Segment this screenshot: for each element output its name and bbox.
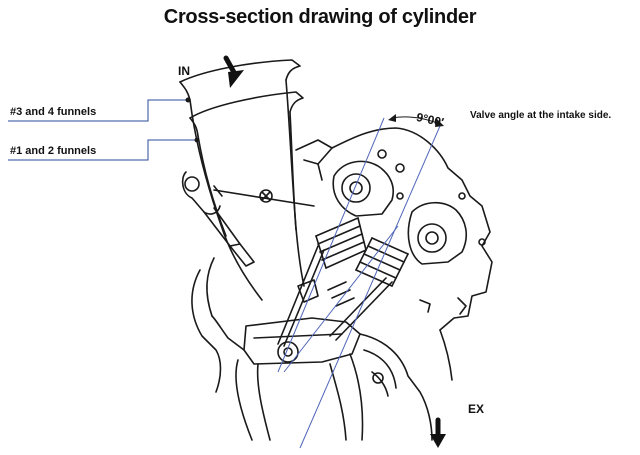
valve-axis-lines — [277, 117, 441, 449]
leader-dot-funnels-34 — [185, 97, 191, 103]
leader-line-funnels-34 — [8, 99, 188, 122]
intake-label: IN — [178, 64, 190, 78]
intake-arrow-icon — [223, 55, 244, 88]
engine-line-art — [179, 59, 493, 441]
valve-angle-caption: Valve angle at the intake side. — [470, 110, 612, 121]
funnels-34-label: #3 and 4 funnels — [10, 106, 97, 118]
leader-dot-funnels-12 — [194, 137, 200, 143]
angle-dimension — [388, 114, 444, 127]
funnels-12-label: #1 and 2 funnels — [10, 145, 97, 157]
diagram-title: Cross-section drawing of cylinder — [163, 6, 477, 28]
angle-arrowhead-right — [435, 118, 444, 127]
exhaust-valve-axis-line — [283, 225, 399, 373]
intake-valve-axis-line — [277, 117, 385, 373]
angle-arrowhead-left — [388, 114, 396, 122]
funnel-leader-lines — [8, 99, 197, 161]
exhaust-label: EX — [468, 402, 485, 416]
leader-line-funnels-12 — [8, 139, 197, 161]
exhaust-arrow-icon — [430, 417, 446, 448]
vertical-reference-line — [299, 125, 441, 449]
